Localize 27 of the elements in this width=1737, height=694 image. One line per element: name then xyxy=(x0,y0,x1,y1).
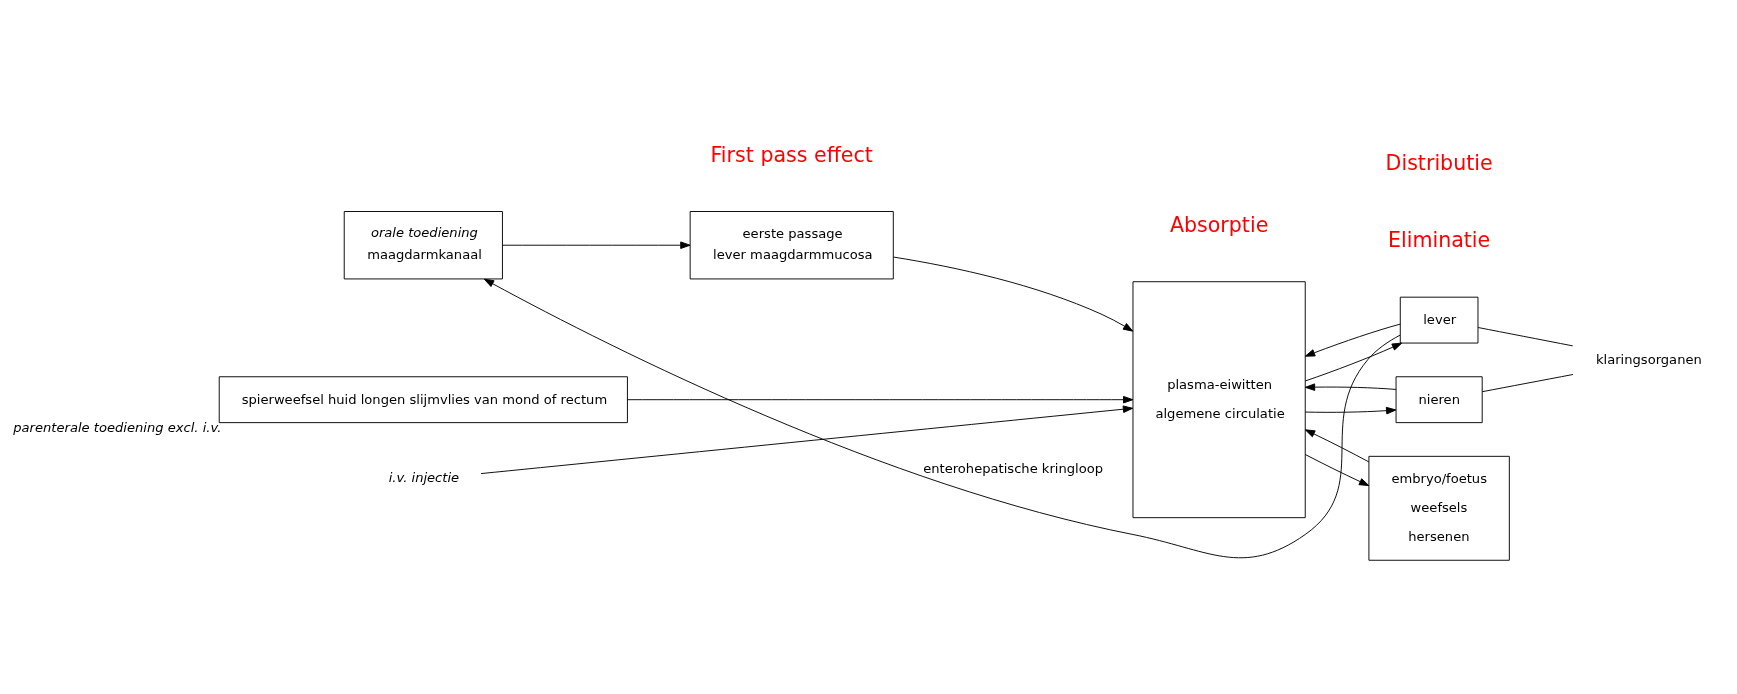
label: Eliminatie xyxy=(1387,227,1491,252)
label: First pass effect xyxy=(710,142,873,167)
arrow xyxy=(1304,406,1397,414)
connector xyxy=(1477,326,1574,346)
node-box: lever xyxy=(1399,296,1479,344)
arrow xyxy=(893,256,1134,332)
arrow xyxy=(1304,453,1370,486)
arrow xyxy=(1304,323,1401,357)
label: Distributie xyxy=(1385,150,1493,175)
node-text: i.v. injectie xyxy=(388,469,460,485)
label: Absorptie xyxy=(1169,212,1269,237)
node-text: klaringsorganen xyxy=(1595,351,1702,367)
connector xyxy=(1481,373,1574,392)
node-box: embryo/foetus weefsels hersenen xyxy=(1368,455,1510,561)
node-box: plasma-eiwitten algemene circulatie xyxy=(1132,280,1306,518)
arrow xyxy=(1304,342,1403,381)
arrow xyxy=(501,240,691,249)
arrow xyxy=(480,404,1134,474)
arrow xyxy=(1304,382,1397,391)
node-box: orale toediening maagdarmkanaal xyxy=(343,210,503,279)
edge-label: enterohepatische kringloop xyxy=(923,460,1104,476)
arrow xyxy=(626,395,1134,403)
arrow xyxy=(483,278,1401,558)
node-box: spierweefsel huid longen slijmvlies van mond of rectum xyxy=(218,375,628,423)
node-box: eerste passage lever maagdarmmucosa xyxy=(689,210,894,279)
node-box: nieren xyxy=(1395,375,1483,423)
arrow xyxy=(1304,428,1370,462)
